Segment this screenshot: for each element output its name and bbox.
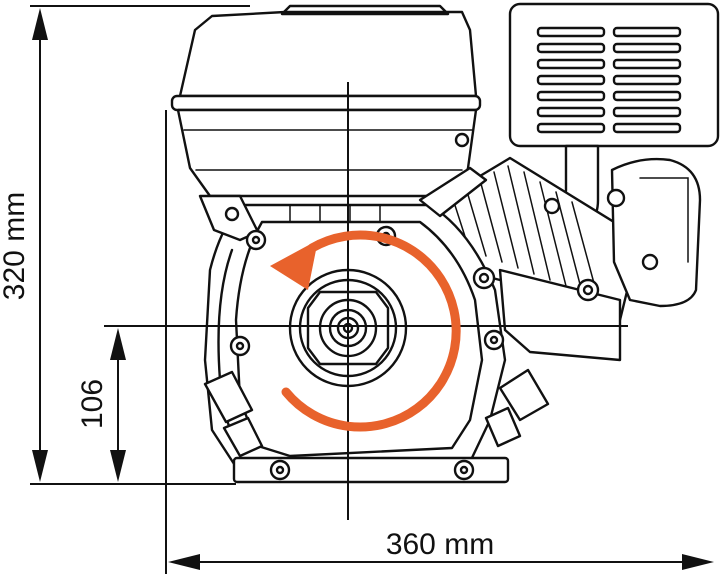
bracket-bolt xyxy=(224,206,240,222)
counter-clockwise-rotation-arrow-icon xyxy=(270,230,461,432)
dimension-height-label: 320 mm xyxy=(0,192,31,300)
mounting-bolts xyxy=(229,225,505,481)
tank-bolt xyxy=(454,132,470,148)
upper-bracket xyxy=(418,166,488,218)
muffler-shield xyxy=(508,2,720,148)
fuel-tank xyxy=(170,4,482,198)
dimension-height: 320 mm xyxy=(0,5,250,485)
center-lines xyxy=(104,82,628,520)
dimension-shaft-height-label: 106 xyxy=(76,379,109,429)
cylinder-head xyxy=(543,157,702,308)
side-block xyxy=(498,268,622,362)
dimension-shaft-height: 106 xyxy=(76,328,126,482)
dimension-width: 360 mm xyxy=(165,110,714,574)
dimension-width-label: 360 mm xyxy=(386,528,494,561)
